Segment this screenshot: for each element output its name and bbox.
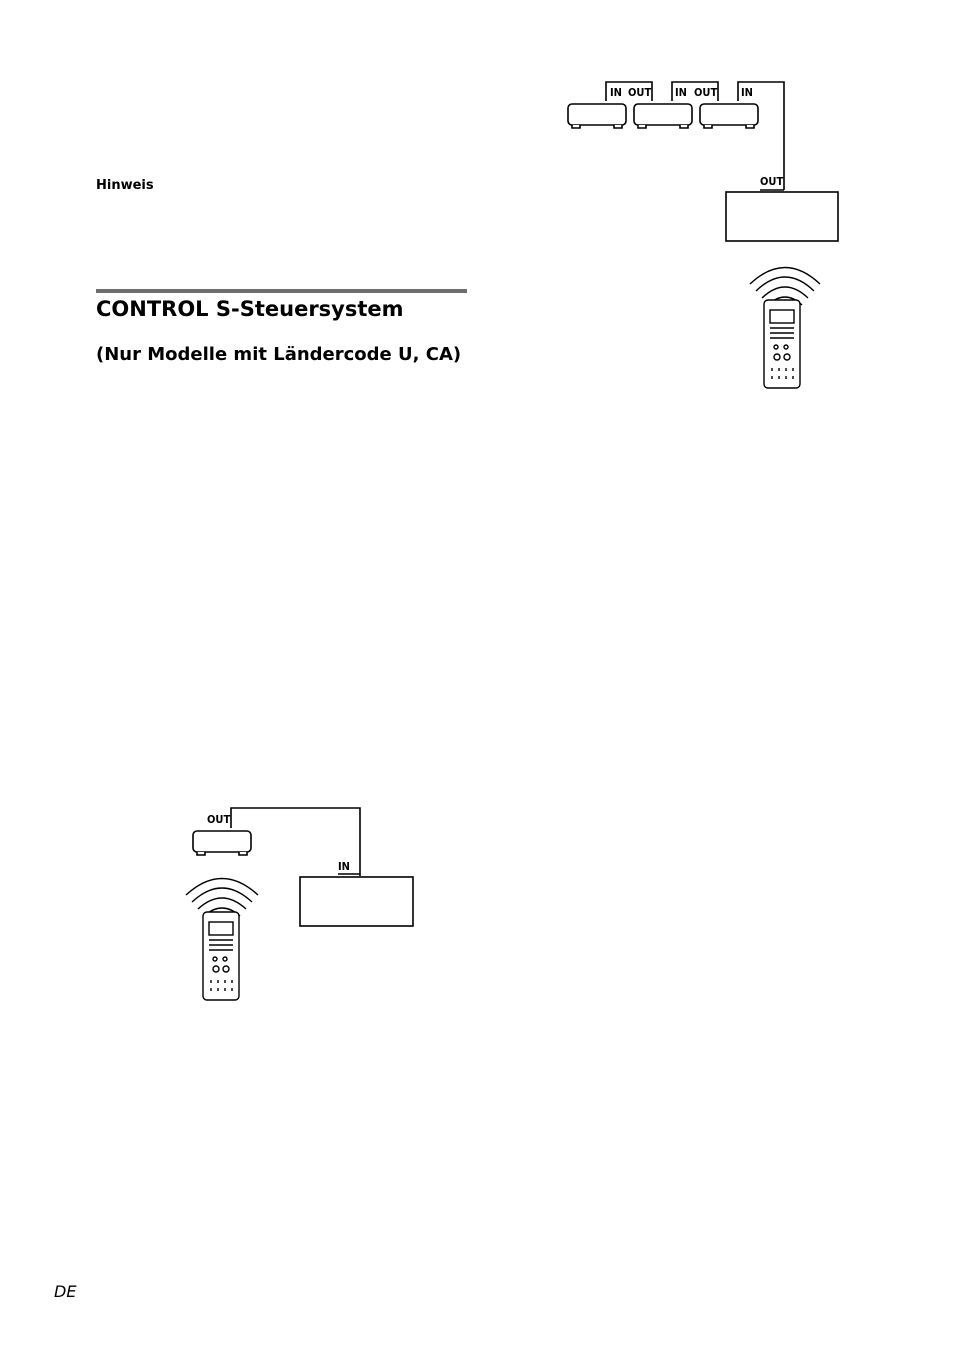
jack-bracket <box>737 81 785 190</box>
jack-label-out: OUT <box>694 86 717 99</box>
remote-control-icon <box>185 877 259 1001</box>
main-unit-box <box>725 191 839 242</box>
device-icon <box>567 103 627 129</box>
section-divider <box>96 289 467 293</box>
jack-label-out: OUT <box>207 813 230 826</box>
jack-label-in: IN <box>338 860 350 873</box>
note-label: Hinweis <box>96 178 154 193</box>
receiver-unit-box <box>299 876 414 927</box>
remote-control-icon <box>749 266 821 389</box>
jack-bracket <box>671 81 719 101</box>
jack-bracket <box>605 81 653 101</box>
page-language-code: DE <box>54 1282 77 1301</box>
section-subtitle: (Nur Modelle mit Ländercode U, CA) <box>96 344 462 365</box>
connection-line <box>230 807 361 876</box>
jack-label-out: OUT <box>760 175 783 188</box>
control-s-chain-diagram: IN OUT IN OUT IN OUT <box>567 81 839 389</box>
device-icon <box>192 830 252 856</box>
jack-label-in: IN <box>741 86 753 99</box>
device-icon <box>699 103 759 129</box>
jack-label-in: IN <box>610 86 622 99</box>
jack-label-out: OUT <box>628 86 651 99</box>
device-icon <box>633 103 693 129</box>
section-title: CONTROL S-Steuersystem <box>96 297 404 321</box>
jack-label-in: IN <box>675 86 687 99</box>
